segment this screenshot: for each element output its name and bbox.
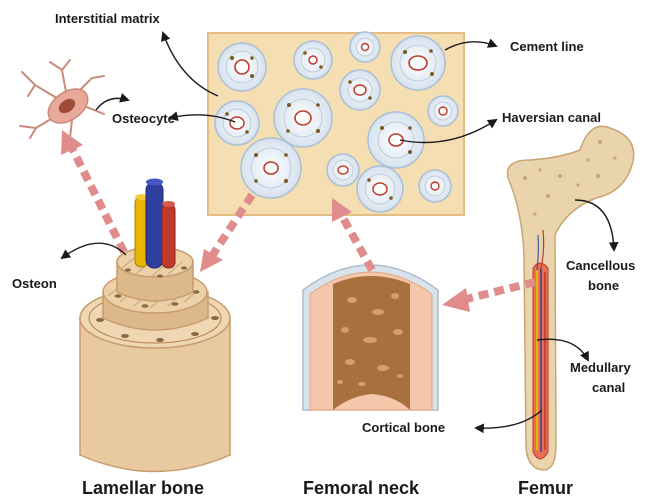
osteon-cross-section [218,43,266,91]
label-interstitial-matrix: Interstitial matrix [55,11,161,26]
label-cortical-bone: Cortical bone [362,420,445,435]
histology-panel [208,32,464,215]
osteon-cross-section [340,70,380,110]
osteon-cross-section [428,96,458,126]
osteon-cross-section [357,166,403,212]
osteon-cross-section [391,36,445,90]
label-medullary-canal-line2: canal [592,380,625,395]
osteon-cross-section [327,154,359,186]
label-cancellous-bone-line2: bone [588,278,619,293]
label-medullary-canal-line1: Medullary [570,360,631,375]
femoral-neck-illustration [303,265,438,410]
caption-femur: Femur [518,478,573,498]
caption-femoral-neck: Femoral neck [303,478,420,498]
osteon-cross-section [241,138,301,198]
osteon-cross-section [419,170,451,202]
arrow-lamellar-to-osteocyte [61,130,124,252]
osteocyte-cell [20,60,104,138]
label-osteon: Osteon [12,276,57,291]
osteon-cross-section [368,112,424,168]
caption-lamellar-bone: Lamellar bone [82,478,204,498]
callout-osteocyte-cell [96,98,128,110]
osteon-cross-section [215,101,259,145]
callout-cancellous-bone [575,200,614,250]
osteon-cross-section [294,41,332,79]
lamellar-bone-illustration [80,179,230,472]
arrow-femur-to-neck [442,282,535,312]
label-osteocyte: Osteocyte [112,111,175,126]
osteon-cross-section [274,89,332,147]
label-cancellous-bone-line1: Cancellous [566,258,635,273]
label-cement-line: Cement line [510,39,584,54]
femur-illustration [507,126,633,470]
label-haversian-canal: Haversian canal [502,110,601,125]
osteon-cross-section [350,32,380,62]
